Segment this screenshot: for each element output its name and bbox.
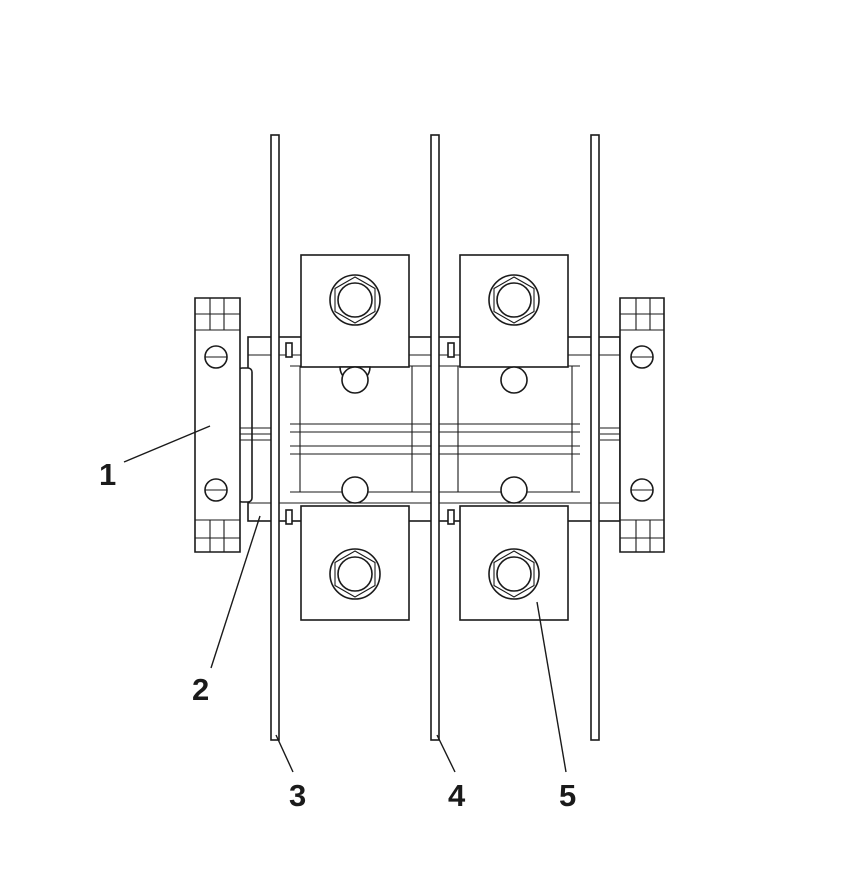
notches bbox=[339, 366, 528, 504]
callout-5: 5 bbox=[559, 778, 576, 813]
separator-plates bbox=[270, 134, 600, 741]
callout-2: 2 bbox=[192, 672, 209, 707]
callout-4: 4 bbox=[448, 778, 466, 813]
left-end-clamp bbox=[194, 297, 272, 553]
plate-right bbox=[590, 134, 600, 741]
terminal-block-top-right bbox=[459, 254, 569, 368]
callout-1: 1 bbox=[99, 457, 116, 492]
hex-bolt-icon bbox=[493, 550, 535, 598]
hex-bolt-icon bbox=[493, 276, 535, 324]
leader-lines bbox=[123, 425, 567, 773]
plate-middle bbox=[430, 134, 440, 741]
terminal-block-bottom-right bbox=[459, 505, 569, 621]
terminal-block-top-left bbox=[300, 254, 410, 368]
right-end-clamp bbox=[600, 297, 665, 553]
callout-3: 3 bbox=[289, 778, 306, 813]
terminal-block-bottom-left bbox=[300, 505, 410, 621]
hex-bolt-icon bbox=[334, 550, 376, 598]
plate-left bbox=[270, 134, 280, 741]
hex-bolt-icon bbox=[334, 276, 376, 324]
